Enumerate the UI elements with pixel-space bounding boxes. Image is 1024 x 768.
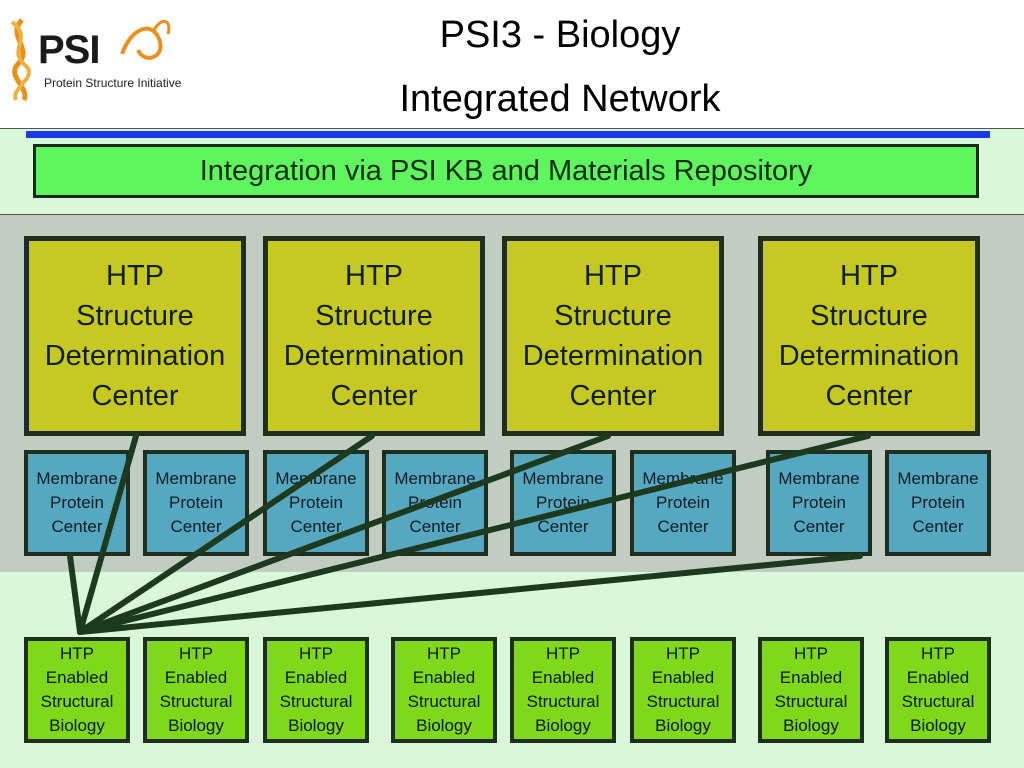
htp-center-1: HTP Structure Determination Center (24, 236, 246, 436)
enabled-biology-2: HTP Enabled Structural Biology (143, 637, 249, 743)
membrane-center-4: Membrane Protein Center (382, 450, 488, 556)
enabled-biology-1: HTP Enabled Structural Biology (24, 637, 130, 743)
title-rule (26, 131, 990, 138)
membrane-center-2: Membrane Protein Center (143, 450, 249, 556)
page-title-line1: PSI3 - Biology (439, 14, 681, 56)
enabled-biology-8: HTP Enabled Structural Biology (885, 637, 991, 743)
htp-center-2: HTP Structure Determination Center (263, 236, 485, 436)
enabled-biology-3: HTP Enabled Structural Biology (263, 637, 369, 743)
integration-box: Integration via PSI KB and Materials Rep… (33, 144, 979, 198)
logo-tagline: Protein Structure Initiative (44, 76, 182, 90)
enabled-biology-7: HTP Enabled Structural Biology (758, 637, 864, 743)
membrane-center-5: Membrane Protein Center (510, 450, 616, 556)
enabled-biology-5: HTP Enabled Structural Biology (510, 637, 616, 743)
membrane-center-8: Membrane Protein Center (885, 450, 991, 556)
logo-wordmark: PSI (38, 28, 100, 72)
enabled-biology-4: HTP Enabled Structural Biology (391, 637, 497, 743)
page-title-line2: Integrated Network (399, 78, 721, 120)
membrane-center-7: Membrane Protein Center (766, 450, 872, 556)
htp-center-4: HTP Structure Determination Center (758, 236, 980, 436)
membrane-center-3: Membrane Protein Center (263, 450, 369, 556)
membrane-center-1: Membrane Protein Center (24, 450, 130, 556)
enabled-biology-6: HTP Enabled Structural Biology (630, 637, 736, 743)
psi-logo: PSI Protein Structure Initiative (4, 6, 194, 102)
dna-helix-icon (10, 18, 171, 102)
membrane-center-6: Membrane Protein Center (630, 450, 736, 556)
htp-center-3: HTP Structure Determination Center (502, 236, 724, 436)
